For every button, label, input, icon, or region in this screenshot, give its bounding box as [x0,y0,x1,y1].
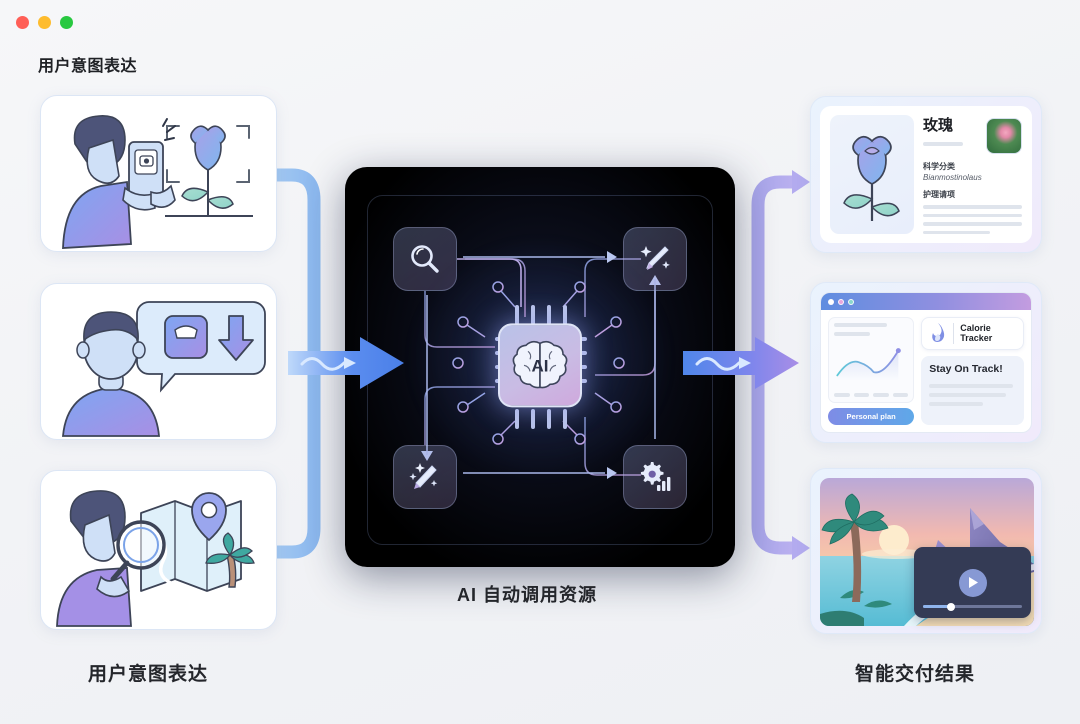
plant-title: 玫瑰 [923,117,954,134]
rose-illustration [843,135,900,221]
skeleton-line [929,383,1013,388]
seek-progress [923,605,949,608]
personal-plan-button[interactable]: Personal plan [828,408,915,425]
health-app-body: Personal plan Calorie Tracker [821,310,1031,432]
magnifier-icon [411,245,439,273]
brain-icon: AI [512,340,568,389]
progress-chart [828,317,915,403]
travel-search-illustration [56,490,255,627]
plant-photo-thumb [986,118,1022,154]
play-button[interactable] [958,568,987,597]
plant-card-body: 玫瑰 科学分类 Bianmostinolaus 护理请项 [820,106,1032,243]
health-left-column: Personal plan [828,317,915,425]
skeleton-line [834,323,888,327]
skeleton-line [929,392,1006,397]
weight-intent-illustration [62,301,266,437]
skeleton-line [923,222,1022,226]
close-button[interactable] [16,16,29,29]
stay-on-track-card: Stay On Track! [921,355,1024,425]
tracker-line-1: Calorie [960,323,991,333]
plant-latin-name: Bianmostinolaus [923,173,982,182]
window-dot [838,298,844,305]
page-title: 用户意图表达 [38,58,138,75]
window-dot [828,298,834,305]
input-card-photo-identify[interactable] [40,95,277,252]
caption-center: AI 自动调用资源 [457,585,598,605]
traffic-lights [16,16,73,29]
seek-bar[interactable] [923,602,1022,611]
flow-arrow-out [683,337,799,389]
skeleton-line [923,205,1022,209]
calorie-tracker-label: Calorie Tracker [953,323,992,344]
flow-arrow-in [288,337,404,389]
skeleton-line [929,401,984,406]
window-dot [848,298,854,305]
tool-search[interactable] [393,227,457,291]
photo-identify-illustration [62,115,253,249]
play-icon [968,577,978,588]
tracker-line-2: Tracker [960,333,993,344]
health-app-titlebar [821,293,1031,310]
flame-icon [932,323,945,343]
result-card-health[interactable]: Personal plan Calorie Tracker [810,282,1042,443]
plant-taxonomy-label: 科学分类 [923,162,955,171]
minimize-button[interactable] [38,16,51,29]
stay-on-track-title: Stay On Track! [929,362,1003,375]
seek-handle[interactable] [946,602,955,611]
paintbrush-sparkle-icon [640,246,670,270]
input-card-weight-intent[interactable] [40,283,277,440]
caption-right: 智能交付结果 [855,664,976,685]
skeleton-line [923,141,963,146]
ai-orchestration-panel: AI [345,167,735,567]
caption-left: 用户意图表达 [88,664,209,685]
result-card-plant[interactable]: 玫瑰 科学分类 Bianmostinolaus 护理请项 [810,96,1042,253]
input-card-travel-search[interactable] [40,470,277,630]
magic-wand-icon [409,463,438,489]
plant-care-label: 护理请项 [923,190,955,199]
maximize-button[interactable] [60,16,73,29]
tool-magic[interactable] [393,445,457,509]
plant-thumbnail [830,115,914,234]
plant-info: 玫瑰 科学分类 Bianmostinolaus 护理请项 [923,115,1022,234]
health-right-column: Calorie Tracker Stay On Track! [921,317,1024,425]
calorie-tracker-widget[interactable]: Calorie Tracker [921,317,1024,350]
plant-title-row: 玫瑰 [923,117,1022,154]
gear-chart-icon [640,462,671,491]
video-player[interactable] [914,547,1031,618]
result-card-travel[interactable] [810,468,1042,634]
tool-creative[interactable] [623,227,687,291]
skeleton-line [923,213,1022,217]
skeleton-line [923,230,991,234]
health-app-window: Personal plan Calorie Tracker [820,292,1032,433]
tool-analytics[interactable] [623,445,687,509]
skeleton-line [834,332,870,336]
line-chart [836,348,901,381]
window-titlebar [0,0,1080,40]
ai-chip: AI [498,323,582,408]
travel-card-body [820,478,1034,626]
chip-label: AI [532,356,549,375]
chart-ticks [834,388,909,397]
